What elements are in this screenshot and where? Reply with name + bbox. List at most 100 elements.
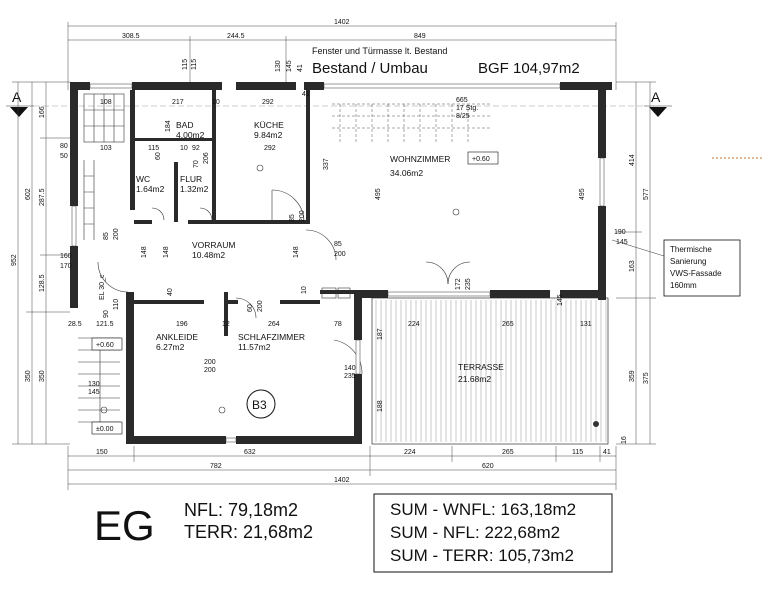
svg-text:50: 50 [60,153,68,160]
dim-top-small-2: 115 [191,59,198,70]
svg-text:41: 41 [603,449,611,456]
room-wc-area: 1.64m2 [136,184,165,194]
svg-text:359: 359 [629,370,636,382]
svg-text:80: 80 [60,143,68,150]
svg-text:632: 632 [244,449,256,456]
svg-text:224: 224 [404,449,416,456]
svg-text:B3: B3 [252,398,267,412]
room-kueche-area: 9.84m2 [254,130,283,140]
svg-text:145: 145 [88,389,100,396]
svg-text:110: 110 [113,299,120,310]
svg-text:115: 115 [572,449,583,456]
room-terrasse-area: 21.68m2 [458,374,491,384]
room-wohnzimmer-area: 34.06m2 [390,168,423,178]
svg-text:121.5: 121.5 [96,321,114,328]
svg-text:170: 170 [60,263,72,270]
svg-text:85: 85 [334,241,342,248]
svg-text:265: 265 [502,321,514,328]
svg-text:148: 148 [163,246,170,258]
misc-dimensions: 108 217 10 292 41 80 50 103 115 10 92 70… [60,91,628,444]
room-bad: BAD [176,120,193,130]
svg-text:172: 172 [455,278,462,290]
room-flur-area: 1.32m2 [180,184,209,194]
svg-text:287.5: 287.5 [39,188,46,206]
svg-text:90: 90 [103,310,110,318]
bottom-dimensions: 150 632 224 265 115 41 782 620 1402 [67,446,617,490]
room-ankleide: ANKLEIDE [156,332,198,342]
level-stair-lower: ±0.00 [96,426,114,433]
svg-text:196: 196 [176,321,188,328]
room-ankleide-area: 6.27m2 [156,342,185,352]
svg-text:166: 166 [39,106,46,118]
svg-text:782: 782 [210,463,222,470]
svg-text:148: 148 [141,246,148,258]
svg-text:495: 495 [375,188,382,200]
room-labels: BAD 4.00m2 KÜCHE 9.84m2 292 WOHNZIMMER 3… [91,120,504,435]
dim-top-1: 308.5 [122,33,140,40]
svg-text:108: 108 [100,99,112,106]
svg-text:60: 60 [247,304,254,312]
summary-box: SUM - WNFL: 163,18m2 SUM - NFL: 222,68m2… [373,493,613,573]
svg-text:10: 10 [301,286,308,294]
svg-text:28.5: 28.5 [68,321,82,328]
svg-text:128.5: 128.5 [39,274,46,292]
svg-text:17 Stg.: 17 Stg. [456,105,478,112]
header-bgf: BGF 104,97m2 [478,60,580,77]
svg-text:200: 200 [334,251,346,258]
dim-top-small-1: 115 [182,59,189,70]
svg-text:85: 85 [103,232,110,240]
summary-nfl: NFL: 79,18m2 [184,500,298,520]
level-stair-upper: +0.60 [96,342,114,349]
svg-text:235: 235 [344,373,356,380]
svg-text:217: 217 [172,99,184,106]
svg-text:A: A [651,89,661,105]
windows [71,83,605,443]
side-note: Thermische Sanierung VWS-Fassade 160mm [611,239,741,297]
room-terrasse: TERRASSE [458,362,504,372]
svg-text:VWS-Fassade: VWS-Fassade [670,269,722,278]
svg-text:620: 620 [482,463,494,470]
dim-top-small-3: 130 [275,60,282,72]
svg-text:375: 375 [643,372,650,384]
svg-text:602: 602 [25,188,32,200]
svg-text:131: 131 [580,321,592,328]
svg-text:85: 85 [289,214,296,222]
svg-text:224: 224 [408,321,420,328]
room-vorraum-area: 10.48m2 [192,250,225,260]
room-bad-area: 4.00m2 [176,130,205,140]
svg-text:350: 350 [25,370,32,382]
svg-text:200: 200 [204,359,216,366]
svg-text:350: 350 [39,370,46,382]
svg-text:160mm: 160mm [670,281,697,290]
svg-text:145: 145 [616,239,628,246]
summary-sum-nfl: SUM - NFL: 222,68m2 [390,523,560,542]
right-dimensions: 414 163 359 577 375 [616,81,656,445]
dim-top-small-4: 145 [286,60,293,72]
summary-sum-terr: SUM - TERR: 105,73m2 [390,546,574,565]
svg-text:665: 665 [456,97,468,104]
svg-text:163: 163 [629,260,636,272]
svg-text:184: 184 [165,120,172,132]
svg-text:1402: 1402 [334,477,350,484]
svg-text:200: 200 [257,300,264,312]
svg-text:187: 187 [377,328,384,340]
dim-top-small-5: 41 [297,64,304,72]
svg-text:92: 92 [192,145,200,152]
svg-text:190: 190 [614,229,626,236]
svg-text:115: 115 [148,145,159,152]
svg-text:40: 40 [167,288,174,296]
svg-text:70: 70 [193,160,200,168]
svg-text:200: 200 [299,210,306,222]
svg-text:10: 10 [180,145,188,152]
stair-upper-left [83,93,125,240]
summary-wnfl: SUM - WNFL: 163,18m2 [390,500,576,519]
walls [70,82,612,444]
svg-text:10: 10 [212,99,220,106]
summary-terr: TERR: 21,68m2 [184,522,313,542]
svg-text:Sanierung: Sanierung [670,257,706,266]
svg-text:495: 495 [579,188,586,200]
svg-text:8/25: 8/25 [456,113,470,120]
svg-text:41: 41 [302,91,310,98]
svg-text:952: 952 [11,254,18,266]
